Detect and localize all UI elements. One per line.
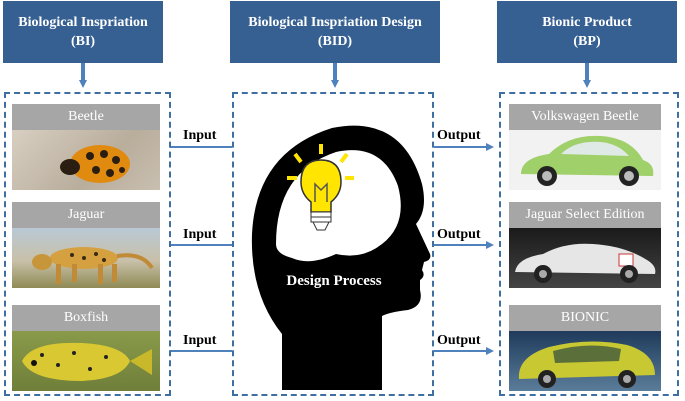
bp-label-jaguar-select-edition: Jaguar Select Edition [509,202,661,228]
output-label: Output [437,128,481,144]
bp-label-bionic: BIONIC [509,305,661,331]
volkswagen-beetle-image [509,130,661,190]
bi-label-boxfish: Boxfish [12,305,160,331]
output-label: Output [437,333,481,349]
boxfish-image [12,331,160,391]
head-silhouette-icon [232,94,434,394]
output-label: Output [437,227,481,243]
design-process-label: Design Process [274,273,394,290]
bi-label-jaguar: Jaguar [12,202,160,228]
lightbulb-icon [285,142,355,234]
bi-label-beetle: Beetle [12,104,160,130]
jaguar-image [12,228,160,288]
bp-label-volkswagen-beetle: Volkswagen Beetle [509,104,661,130]
beetle-image [12,130,160,190]
input-label: Input [183,227,216,243]
jaguar-select-edition-image [509,228,661,288]
bionic-car-image [509,331,661,391]
input-label: Input [183,333,216,349]
input-label: Input [183,128,216,144]
